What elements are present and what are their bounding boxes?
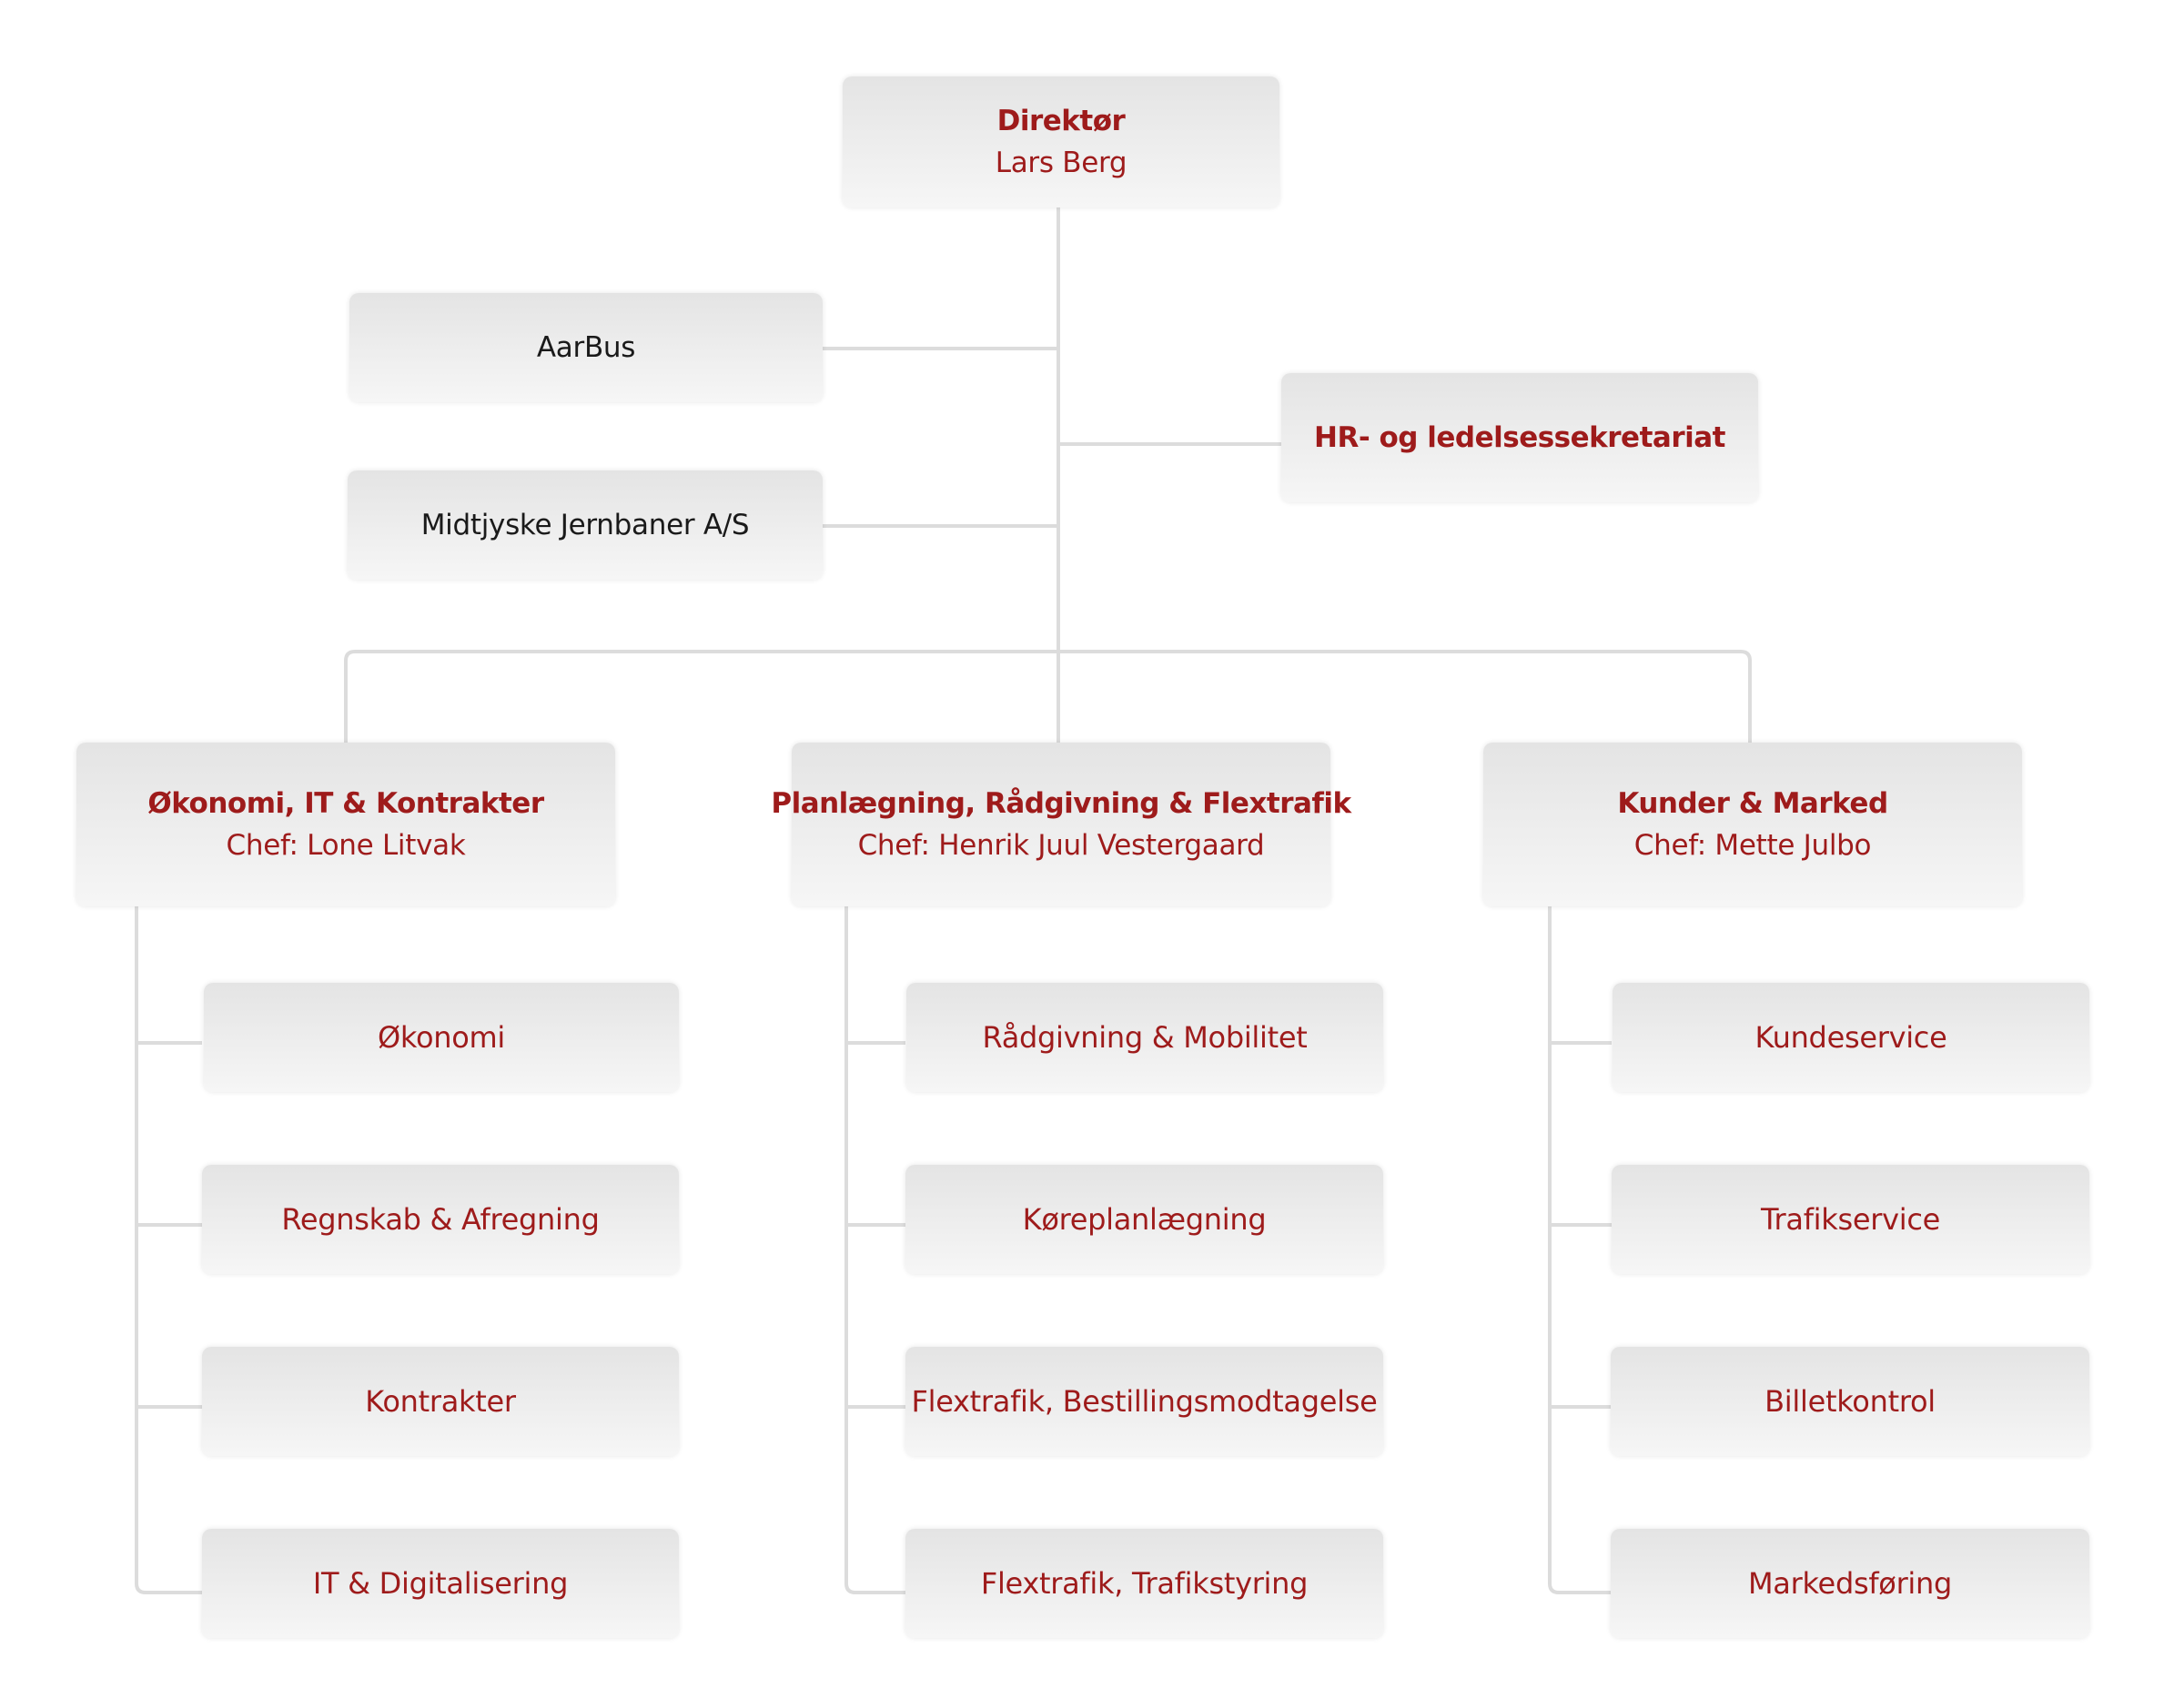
unit-box: Trafikservice — [1612, 1165, 2089, 1274]
unit-label: Billetkontrol — [1764, 1384, 1936, 1419]
unit-label: Kundeservice — [1754, 1020, 1947, 1055]
department-box-planlaegning: Planlægning, Rådgivning & Flextrafik Che… — [771, 743, 1351, 906]
unit-box: Markedsføring — [1611, 1529, 2089, 1638]
company-box-midtjyske: Midtjyske Jernbaner A/S — [348, 470, 823, 580]
dept2-unit-line — [844, 906, 905, 1594]
department-box-kunder: Kunder & Marked Chef: Mette Julbo — [1483, 743, 2022, 906]
department-title: Planlægning, Rådgivning & Flextrafik — [771, 787, 1351, 820]
unit-label: Kontrakter — [365, 1384, 516, 1419]
unit-label: Markedsføring — [1747, 1566, 1953, 1601]
unit-label: Trafikservice — [1760, 1202, 1941, 1237]
unit-label: Flextrafik, Bestillingsmodtagelse — [911, 1384, 1378, 1419]
unit-box: Køreplanlægning — [905, 1165, 1383, 1274]
director-name: Lars Berg — [995, 147, 1127, 179]
dept1-unit-line — [135, 906, 202, 1594]
unit-label: Regnskab & Afregning — [281, 1202, 600, 1237]
department-chief: Chef: Mette Julbo — [1633, 829, 1872, 862]
director-box: Direktør Lars Berg — [843, 76, 1279, 207]
unit-box: Rådgivning & Mobilitet — [906, 983, 1383, 1092]
unit-label: Økonomi — [378, 1020, 505, 1055]
department-title: Kunder & Marked — [1617, 787, 1888, 820]
unit-label: IT & Digitalisering — [312, 1566, 569, 1601]
staff-label: HR- og ledelsessekretariat — [1314, 421, 1725, 454]
unit-label: Flextrafik, Trafikstyring — [980, 1566, 1309, 1601]
department-chief: Chef: Henrik Juul Vestergaard — [857, 829, 1265, 862]
unit-box: Regnskab & Afregning — [202, 1165, 679, 1274]
company-label: AarBus — [536, 331, 636, 364]
unit-box: Kontrakter — [202, 1347, 679, 1456]
director-title: Direktør — [996, 105, 1126, 137]
department-bus — [344, 650, 1752, 743]
company-label: Midtjyske Jernbaner A/S — [420, 509, 750, 541]
unit-box: Flextrafik, Trafikstyring — [905, 1529, 1383, 1638]
unit-box: IT & Digitalisering — [202, 1529, 679, 1638]
unit-box: Billetkontrol — [1611, 1347, 2089, 1456]
company-box-aarbus: AarBus — [349, 293, 823, 402]
unit-box: Økonomi — [204, 983, 679, 1092]
unit-box: Kundeservice — [1613, 983, 2089, 1092]
dept3-unit-line — [1548, 906, 1612, 1594]
unit-label: Rådgivning & Mobilitet — [982, 1020, 1308, 1055]
department-box-okonomi: Økonomi, IT & Kontrakter Chef: Lone Litv… — [76, 743, 615, 906]
department-title: Økonomi, IT & Kontrakter — [147, 787, 544, 820]
unit-box: Flextrafik, Bestillingsmodtagelse — [905, 1347, 1383, 1456]
department-chief: Chef: Lone Litvak — [226, 829, 466, 862]
unit-label: Køreplanlægning — [1022, 1202, 1267, 1237]
staff-box-hr: HR- og ledelsessekretariat — [1281, 373, 1758, 502]
